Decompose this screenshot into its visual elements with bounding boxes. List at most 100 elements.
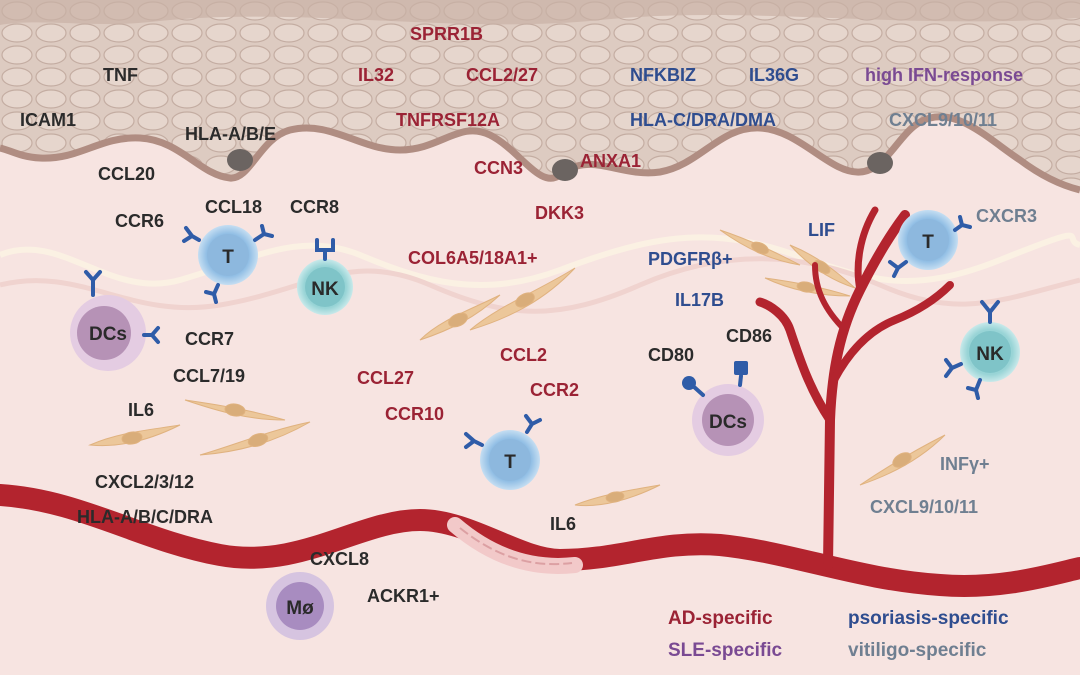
receptor-icon (204, 283, 220, 304)
nk-cell-top: NK (297, 238, 353, 315)
receptor-icon (315, 238, 335, 261)
label-ccr8: CCR8 (290, 197, 339, 217)
dc-left-label: DCs (89, 324, 127, 345)
label-ccr7: CCR7 (185, 329, 234, 349)
cd86-receptor-icon (734, 361, 748, 375)
label-cd80: CD80 (648, 345, 694, 365)
basal-nucleus (867, 152, 893, 174)
receptor-icon (142, 326, 160, 344)
capillary-trunk (823, 210, 910, 570)
dendritic-cell-left: DCs (70, 270, 160, 371)
nk-cell-right: NK (944, 300, 1020, 400)
label-ccl27: CCL27 (357, 368, 414, 388)
label-cxcl9-top: CXCL9/10/11 (889, 110, 997, 130)
receptor-icon (691, 384, 705, 397)
basement-membrane (0, 113, 1080, 194)
label-il6-left: IL6 (128, 400, 154, 420)
nk-top-label: NK (311, 279, 339, 300)
label-ccr6: CCR6 (115, 211, 164, 231)
fibroblast-nucleus (247, 433, 269, 447)
fibroblast-nucleus (892, 452, 912, 468)
label-cxcr3: CXCR3 (976, 206, 1037, 226)
receptor-icon (182, 226, 201, 243)
label-hla-cdra: HLA-C/DRA/DMA (630, 110, 776, 130)
legend-psoriasis: psoriasis-specific (848, 608, 1009, 629)
label-dkk3: DKK3 (535, 203, 584, 223)
fibroblast-nucleus (751, 241, 769, 255)
receptor-icon (980, 300, 1000, 324)
label-lif: LIF (808, 220, 835, 240)
label-ifn-response: high IFN-response (865, 65, 1023, 85)
t-cell-right: T (888, 210, 972, 278)
label-ccn3: CCN3 (474, 158, 523, 178)
nk-right-label: NK (976, 344, 1004, 365)
t-right-label: T (922, 232, 934, 253)
t-cell-middle: T (464, 414, 542, 490)
label-tnf: TNF (103, 65, 138, 85)
fibroblast-group (88, 229, 946, 507)
label-hla-abcdra: HLA-A/B/C/DRA (77, 507, 213, 527)
dendritic-cell-middle: DCs (682, 361, 764, 456)
label-ccr10: CCR10 (385, 404, 444, 424)
receptor-icon (888, 260, 908, 278)
label-ccl2-27: CCL2/27 (466, 65, 538, 85)
label-ccl2: CCL2 (500, 345, 547, 365)
receptor-icon (464, 432, 484, 449)
label-hla-abe: HLA-A/B/E (185, 124, 276, 144)
macrophage-nucleus (276, 582, 324, 630)
blood-vessels (0, 206, 1080, 597)
endothelial-cells (459, 527, 573, 566)
macrophage-label: Mø (286, 598, 314, 619)
t-cell-nucleus (907, 219, 949, 261)
fibroblast-nucleus (224, 403, 246, 417)
label-sprr1b: SPRR1B (410, 24, 483, 44)
label-il36g: IL36G (749, 65, 799, 85)
t-cell-top: T (182, 224, 274, 304)
capillary-branch (812, 262, 848, 333)
label-ackr1: ACKR1+ (367, 586, 440, 606)
legend: AD-specific psoriasis-specific SLE-speci… (668, 608, 1009, 661)
marker-labels: TNF ICAM1 HLA-A/B/E CCL20 CCR6 CCL18 CCR… (20, 24, 1037, 606)
label-pdgfrb: PDGFRβ+ (648, 249, 733, 269)
label-il17b: IL17B (675, 290, 724, 310)
receptor-icon (253, 224, 274, 242)
legend-vitiligo: vitiligo-specific (848, 640, 987, 661)
dermal-band (0, 256, 1080, 314)
legend-ad: AD-specific (668, 608, 773, 629)
t-cell-nucleus (207, 234, 249, 276)
label-icam1: ICAM1 (20, 110, 76, 130)
dc-mid-label: DCs (709, 412, 747, 433)
stratum-corneum (0, 0, 1080, 25)
label-il32: IL32 (358, 65, 394, 85)
label-nfkbiz: NFKBIZ (630, 65, 696, 85)
fibroblast-nucleus (796, 281, 816, 293)
cd80-receptor-icon (682, 376, 696, 390)
label-cxcl2-3-12: CXCL2/3/12 (95, 472, 194, 492)
dc-nucleus (77, 306, 131, 360)
papillary-band (0, 232, 1080, 288)
fibroblast-nucleus (121, 431, 143, 445)
nk-nucleus (969, 331, 1011, 373)
t-top-label: T (222, 247, 234, 268)
label-anxa1: ANXA1 (580, 151, 641, 171)
label-ccr2: CCR2 (530, 380, 579, 400)
fibroblast-nucleus (605, 491, 625, 503)
capillary-branch (755, 297, 835, 425)
epidermis (0, 0, 1080, 190)
basal-nucleus (552, 159, 578, 181)
receptor-icon (524, 414, 542, 434)
label-cd86: CD86 (726, 326, 772, 346)
fibroblast-nucleus (813, 259, 831, 275)
label-ccl18: CCL18 (205, 197, 262, 217)
receptor-icon (738, 374, 743, 387)
label-cxcl8: CXCL8 (310, 549, 369, 569)
label-col6a5: COL6A5/18A1+ (408, 248, 538, 268)
dc-nucleus (702, 394, 754, 446)
legend-sle: SLE-specific (668, 640, 782, 661)
basal-nucleus (227, 149, 253, 171)
macrophage: Mø (266, 572, 334, 640)
receptor-icon (84, 270, 102, 297)
receptor-icon (966, 378, 982, 400)
t-mid-label: T (504, 452, 516, 473)
